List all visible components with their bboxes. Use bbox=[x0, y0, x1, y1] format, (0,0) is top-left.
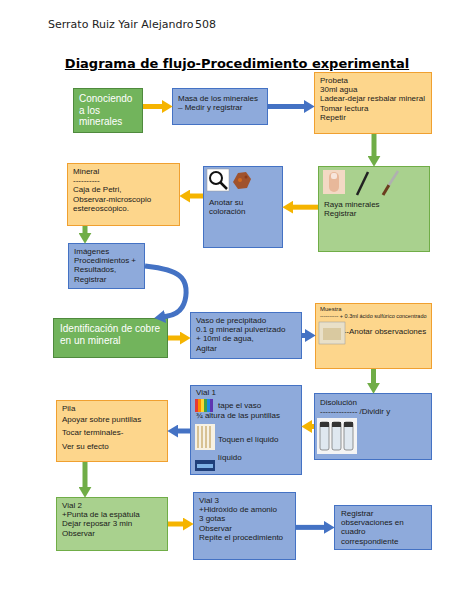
node-text: Vaso de precipitado bbox=[196, 316, 296, 325]
process-box: Vial 2+Punta de la espátulaDejar reposar… bbox=[56, 497, 168, 551]
node-text: Probeta bbox=[320, 76, 426, 85]
node-text: Caja de Petri, bbox=[73, 185, 174, 194]
node-text: Agitar---Anotar observaciones bbox=[320, 327, 427, 336]
process-box: PilaApoyar sobre puntillasTocar terminal… bbox=[56, 400, 168, 462]
node-text: líquido bbox=[218, 453, 296, 462]
node-text: ---------- + 0.3ml ácido sulfúrico conce… bbox=[320, 313, 427, 319]
node-text: Vial 1 bbox=[196, 388, 296, 397]
header-text: 508 bbox=[195, 18, 216, 31]
node-text: Vial 2 bbox=[62, 501, 162, 510]
process-box: Conociendo a los minerales bbox=[73, 88, 143, 133]
node-text: Observar bbox=[62, 529, 162, 538]
node-text: 3 gotas bbox=[199, 514, 290, 523]
node-text: ---------- bbox=[73, 176, 174, 185]
node-text: -------------- /Dividir y enumerar bbox=[320, 407, 426, 425]
node-text: Registrar bbox=[74, 275, 139, 284]
node-text: Toquen el líquido bbox=[218, 435, 296, 444]
node-text: Repite el procedimiento bbox=[199, 533, 290, 542]
process-box: ImágenesProcedimientos + Resultados,Regi… bbox=[68, 243, 145, 289]
process-box: Raya mineralesRegistrar bbox=[318, 166, 430, 252]
flow-arrow bbox=[83, 462, 88, 489]
node-text: +Punta de la espátula bbox=[62, 510, 162, 519]
node-text: Muestra bbox=[320, 306, 427, 313]
process-box: Masa de los minerales – Medir y registra… bbox=[172, 88, 268, 125]
flow-arrow bbox=[302, 333, 307, 338]
flow-arrow bbox=[372, 134, 377, 158]
node-text: Registrar observaciones en cuadro corres… bbox=[341, 509, 425, 546]
node-text: Identificación de cobre en un mineral bbox=[60, 323, 161, 346]
node-text: Ver su efecto bbox=[62, 442, 162, 451]
flow-arrow bbox=[188, 194, 203, 199]
node-text: Masa de los minerales – Medir y registra… bbox=[178, 94, 262, 112]
node-text: + 10ml de agua, bbox=[196, 334, 296, 343]
process-box: Registrar observaciones en cuadro corres… bbox=[334, 505, 432, 550]
flow-arrow bbox=[83, 226, 88, 235]
diagram-title: Diagrama de flujo-Procedimiento experime… bbox=[0, 56, 474, 71]
node-text: Dejar reposar 3 min bbox=[62, 519, 162, 528]
flow-arrow bbox=[296, 525, 326, 530]
node-text: Conociendo a los minerales bbox=[79, 93, 137, 128]
node-text: Agitar bbox=[196, 344, 296, 353]
node-text: Raya minerales bbox=[324, 200, 424, 209]
header-text: Serrato Ruiz Yair Alejandro bbox=[48, 18, 193, 31]
node-text: 30ml agua bbox=[320, 85, 426, 94]
node-text: Ladear-dejar resbalar mineral bbox=[320, 94, 426, 103]
node-text: Imágenes bbox=[74, 247, 139, 256]
node-text: Pila bbox=[62, 404, 162, 413]
node-text: Anotar su coloración bbox=[209, 198, 277, 216]
flow-arrow bbox=[291, 205, 318, 210]
flow-arrow bbox=[176, 429, 190, 434]
node-text: Procedimientos + Resultados, bbox=[74, 256, 139, 274]
node-text: Apoyar sobre puntillas bbox=[62, 415, 162, 424]
process-box: Probeta30ml aguaLadear-dejar resbalar mi… bbox=[314, 72, 432, 134]
flow-arrow bbox=[168, 336, 182, 341]
node-text: Repetir bbox=[320, 113, 426, 122]
node-text: Registrar bbox=[324, 209, 424, 218]
process-box: Vaso de precipitado0.1 g mineral pulveri… bbox=[190, 312, 302, 359]
process-box: Anotar su coloración bbox=[203, 166, 283, 248]
flow-arrow bbox=[143, 104, 164, 109]
node-text: Tocar terminales- bbox=[62, 428, 162, 437]
node-text: Disolución bbox=[320, 398, 426, 407]
node-text: Vial 3 bbox=[199, 496, 290, 505]
flow-arrow bbox=[268, 104, 306, 109]
node-text: Observar bbox=[199, 524, 290, 533]
node-text: Tomar lectura bbox=[320, 104, 426, 113]
flow-arrow bbox=[371, 369, 376, 385]
process-box: Muestra---------- + 0.3ml ácido sulfúric… bbox=[315, 303, 432, 369]
process-box: Mineral----------Caja de Petri,Observar-… bbox=[67, 163, 180, 226]
process-box: Vial 3+Hidróxido de amonio3 gotasObserva… bbox=[193, 492, 296, 560]
node-text: Observar-microscopio estereoscópico. bbox=[73, 195, 174, 213]
node-text: +Hidróxido de amonio bbox=[199, 505, 290, 514]
flow-arrow bbox=[145, 266, 186, 317]
process-box: Disolución-------------- /Dividir y enum… bbox=[314, 393, 432, 460]
process-box: Identificación de cobre en un mineral bbox=[53, 318, 168, 358]
process-box: Vial 1 tape el vaso¾ altura de las puntil… bbox=[190, 385, 302, 475]
node-text: tape el vaso bbox=[218, 401, 296, 410]
flow-arrow bbox=[168, 522, 185, 527]
node-text: ¾ altura de las puntillas bbox=[196, 411, 296, 420]
node-text: 0.1 g mineral pulverizado bbox=[196, 325, 296, 334]
node-text: Mineral bbox=[73, 167, 174, 176]
